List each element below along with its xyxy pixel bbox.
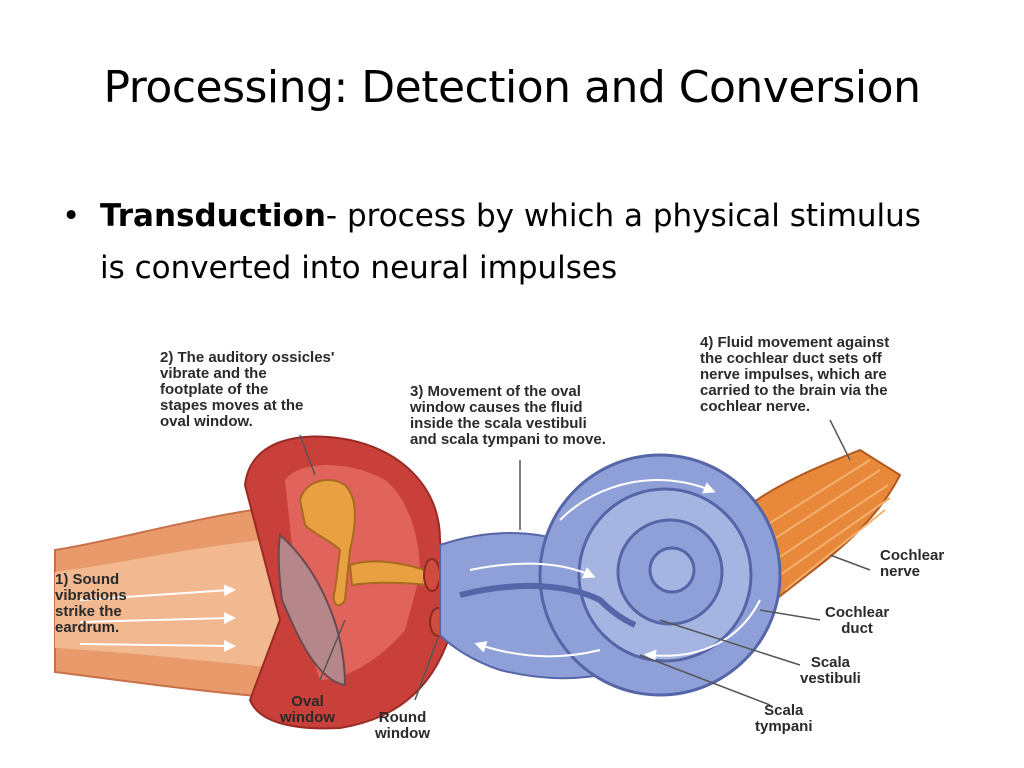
scala-tympani-label: Scala tympani: [755, 702, 813, 735]
flow-arrow: [469, 562, 596, 579]
bullet-text: Transduction- process by which a physica…: [100, 190, 942, 294]
sound-arrow: [79, 584, 236, 601]
leader-cochlear-nerve: [829, 554, 871, 571]
leader-step4: [829, 419, 851, 461]
leader-cochlear-duct: [759, 609, 821, 621]
leader-step2: [299, 434, 316, 476]
flow-arrow: [474, 641, 601, 658]
ear-transduction-diagram: [54, 419, 902, 730]
round-window-label: Round window: [375, 709, 430, 742]
nerve-fibers: [734, 459, 891, 591]
cochlear-duct: [459, 582, 637, 628]
oval-window-label: Oval window: [280, 693, 335, 726]
canal-inner: [55, 538, 300, 670]
cochlea-spiral-core: [648, 546, 696, 594]
step1-label: 1) Sound vibrations strike the eardrum.: [55, 571, 127, 636]
step2-label: 2) The auditory ossicles' vibrate and th…: [160, 349, 335, 430]
bullet-term: Transduction: [100, 198, 326, 234]
ossicles: [298, 479, 356, 607]
bullet-definition: - process by which a physical stimulus i…: [100, 198, 921, 286]
leader-oval-window: [319, 619, 346, 681]
cochlear-nerve-label: Cochlear nerve: [880, 547, 945, 580]
slide-title: Processing: Detection and Conversion: [103, 62, 921, 113]
scala-vestibuli-label: Scala vestibuli: [800, 654, 861, 687]
bullet-dot-icon: •: [62, 198, 81, 234]
sound-arrow: [79, 639, 236, 652]
step4-label: 4) Fluid movement against the cochlear d…: [700, 334, 890, 415]
step3-label: 3) Movement of the oval window causes th…: [410, 383, 606, 448]
flow-arrow: [559, 479, 716, 521]
cochlear-duct-label: Cochlear duct: [825, 604, 890, 637]
sound-arrow: [79, 612, 236, 625]
leader-scala-vestibuli: [659, 619, 801, 666]
leader-scala-tympani: [639, 654, 771, 706]
bullet-item: • Transduction- process by which a physi…: [62, 190, 942, 294]
oval-window: [423, 558, 441, 592]
leader-round-window: [414, 637, 439, 701]
flow-arrow: [644, 599, 761, 662]
